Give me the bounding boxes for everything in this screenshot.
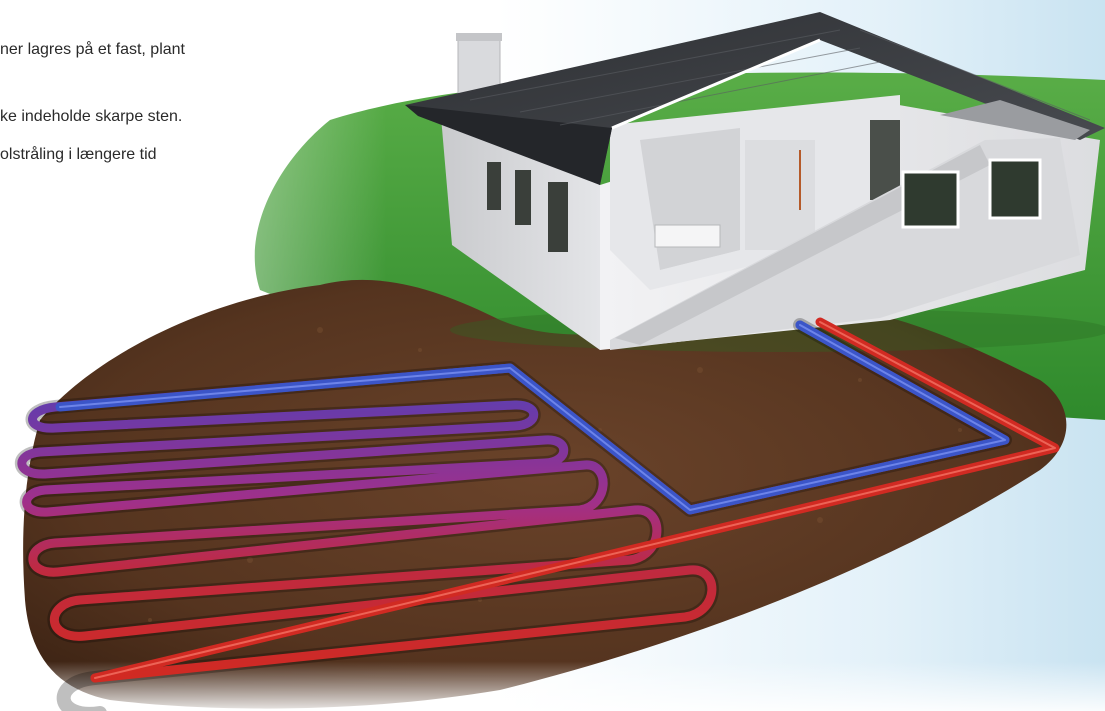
caption-line-1: ner lagres på et fast, plant xyxy=(0,41,185,58)
house-icon xyxy=(405,12,1105,352)
ground-heat-pipe xyxy=(14,317,1060,711)
caption-line-3: olstråling i længere tid xyxy=(0,146,157,163)
caption-line-2: ke indeholde skarpe sten. xyxy=(0,108,183,125)
